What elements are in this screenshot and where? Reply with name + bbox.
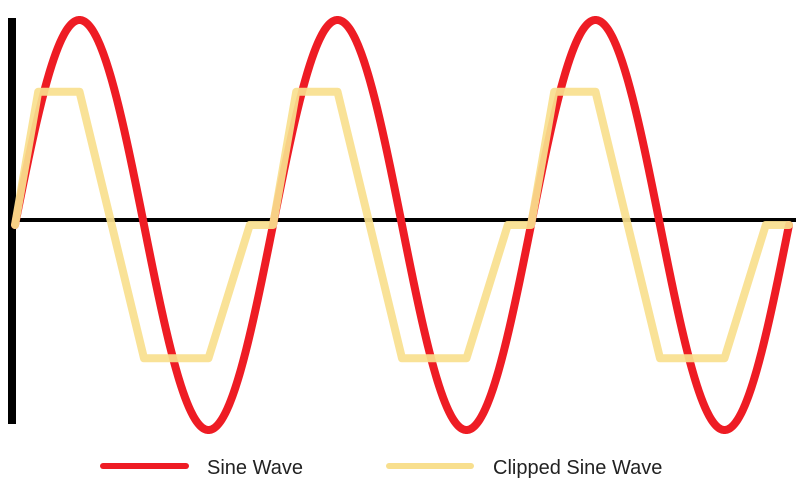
legend-label-clipped-sine-wave: Clipped Sine Wave: [493, 457, 662, 479]
legend-item-sine-wave: Sine Wave: [100, 457, 303, 479]
clipped-sine-wave-series: [11, 87, 793, 363]
legend: Sine Wave Clipped Sine Wave: [100, 457, 662, 479]
sine-wave-series: [11, 16, 793, 434]
plot-area: [11, 16, 793, 434]
legend-item-clipped-sine-wave: Clipped Sine Wave: [386, 457, 662, 479]
legend-label-sine-wave: Sine Wave: [207, 457, 303, 479]
